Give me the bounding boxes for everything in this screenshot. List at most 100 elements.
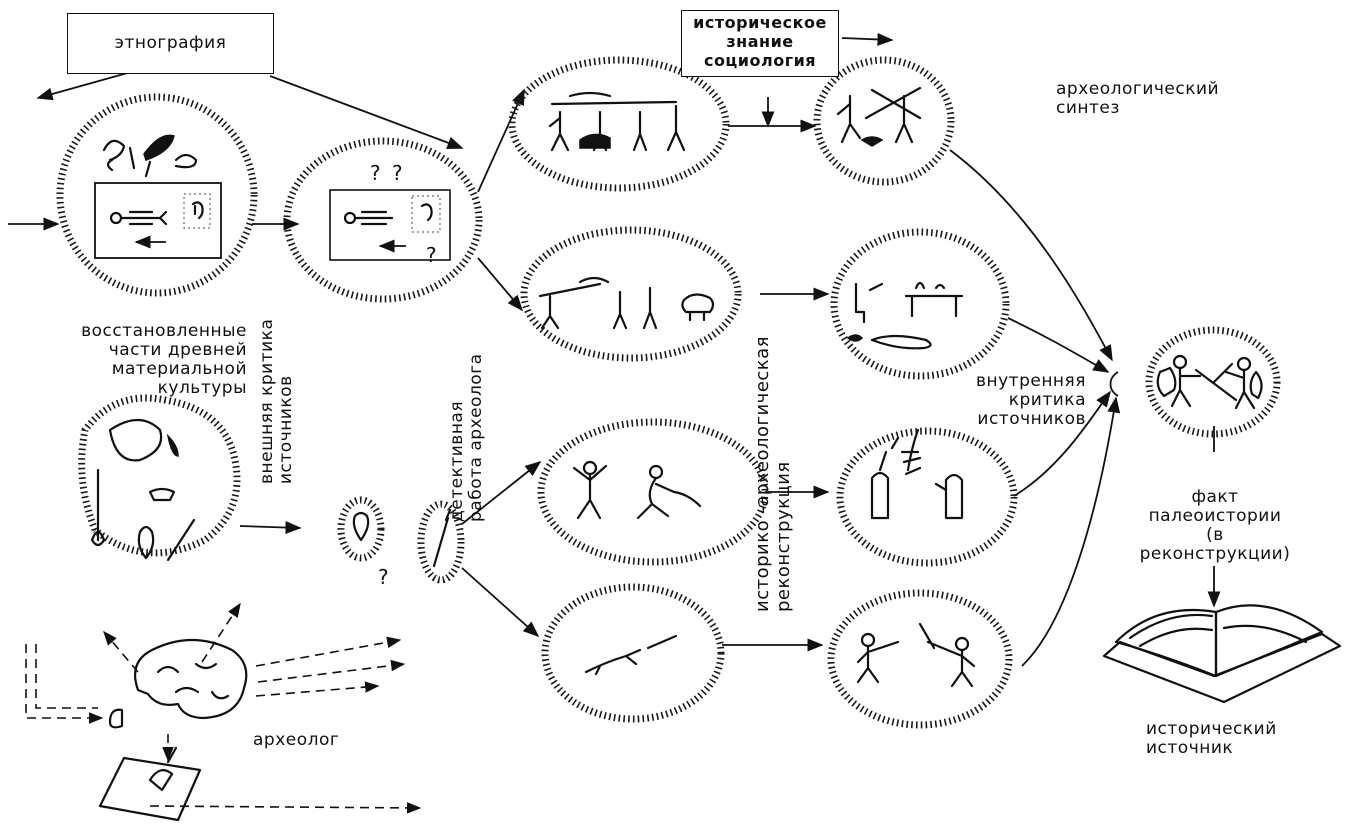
- historical-knowledge-line-3: социология: [703, 51, 817, 70]
- restored-small-vessel: [137, 525, 155, 560]
- arrow-fight2-to-fact: [1021, 396, 1121, 667]
- dashed-brain-up-left: [103, 630, 139, 673]
- arrows: [8, 32, 1221, 667]
- fragment-vessel: [352, 511, 370, 542]
- question-skeleton: [353, 210, 394, 226]
- question-mark-3: ?: [426, 243, 437, 267]
- eye-icon: [108, 708, 124, 729]
- restored-jug: [108, 418, 163, 462]
- fallen-figure: [584, 648, 642, 676]
- restored-artifacts: [78, 394, 241, 562]
- historical-knowledge-line-2: знание: [726, 32, 794, 51]
- fight-2-figure-1-head: [860, 632, 876, 648]
- cell-feast: [830, 228, 1010, 380]
- duel-figure-1: [572, 464, 608, 520]
- restored-spear: [90, 468, 106, 547]
- historical-reconstruction-label: историко -археологическая реконструкция: [752, 335, 794, 612]
- fight-2-figure-2-head: [954, 636, 970, 652]
- paleohistory-fact-label: факт палеоистории (в реконструкции): [1139, 487, 1291, 564]
- fight-1-border: [813, 56, 955, 186]
- question-vessel-frame: [411, 195, 441, 233]
- convergence-bracket: [1109, 371, 1119, 397]
- archaeologist-label: археолог: [253, 730, 340, 750]
- writing-paper: [98, 756, 202, 822]
- feast-body: [870, 334, 932, 350]
- archaeological-synthesis-label: археологический синтез: [1056, 79, 1220, 118]
- historical-source-label: исторический источник: [1146, 719, 1277, 758]
- fact-border: [1145, 326, 1281, 438]
- restored-artifacts-border: [78, 394, 241, 557]
- arrow-fragments-to-scene3: [461, 460, 542, 525]
- blessing-figure-1: [870, 436, 900, 520]
- scene-fallen-border: [541, 583, 725, 723]
- restored-jug-handle: [166, 433, 179, 457]
- arrow-blessing-to-fact: [1013, 390, 1111, 497]
- dashed-brain-right3: [255, 681, 380, 697]
- restored-lamp: [148, 487, 176, 502]
- cell-excavation-border: [56, 93, 258, 297]
- skeleton-body: [119, 210, 168, 226]
- grave-pit: [94, 182, 222, 259]
- dashed-brain-right2: [257, 659, 406, 683]
- arrow-ethnography-to-reconstruction: [269, 75, 464, 149]
- scene-duel-border: [537, 418, 769, 566]
- cell-question: ? ? ?: [283, 137, 483, 303]
- fact-figure-1: [1170, 366, 1238, 408]
- fact-shield-2: [1249, 370, 1263, 400]
- arrow-knowledge-right: [841, 32, 894, 46]
- dashed-brain-up-right: [201, 602, 241, 663]
- question-skull: [343, 211, 357, 225]
- brain-icon: [134, 638, 248, 720]
- arrow-fragments-to-scene4: [461, 567, 540, 638]
- ethnography-box: этнография: [67, 13, 274, 74]
- duel-figure-2: [636, 476, 702, 520]
- dashed-arrows: [25, 602, 422, 814]
- cell-scene-hunt: [520, 226, 742, 362]
- book-base: [1102, 632, 1342, 704]
- arrow-question-to-scene2: [477, 257, 524, 312]
- fight-1-figures: [836, 86, 922, 144]
- book-lines: [1128, 613, 1308, 648]
- arrow-question-to-scene1: [477, 88, 525, 193]
- procession-animal: [579, 133, 611, 149]
- brain-folds: [156, 662, 230, 700]
- dashed-output: [149, 802, 422, 814]
- feast-border: [830, 228, 1010, 380]
- fact-shield-1: [1156, 366, 1177, 398]
- blessing-border: [836, 427, 1018, 567]
- dashed-input-inner: [35, 644, 98, 709]
- fragment-vessel-border: [337, 496, 385, 562]
- blessing-figure-2: [934, 473, 964, 520]
- external-criticism-label: внешняя критика источников: [257, 318, 296, 484]
- cell-scene-fallen: [541, 583, 725, 723]
- cell-blessing: [836, 427, 1018, 567]
- skeleton-skull: [109, 211, 123, 225]
- restored-parts-label: восстановленные части древней материальн…: [81, 321, 247, 398]
- fallen-arrow: [646, 634, 678, 650]
- fragment-spear-border: [417, 500, 465, 584]
- cell-fight-1: [813, 56, 955, 186]
- internal-criticism-label: внутренняя критика источников: [975, 371, 1086, 429]
- arrow-fight1-to-fact: [949, 149, 1113, 362]
- duel-figure-2-head: [648, 464, 664, 480]
- hunt-figures: [540, 286, 658, 330]
- cell-scene-procession: [508, 56, 730, 192]
- fact-figure-1-head: [1172, 354, 1188, 370]
- fragment-question-mark: ?: [378, 565, 389, 589]
- blessing-branch: [900, 428, 922, 476]
- cell-scene-duel: [537, 418, 769, 566]
- detective-work-label: детективная работа археолога: [447, 353, 486, 522]
- historical-knowledge-line-1: историческое: [693, 13, 827, 32]
- procession-pole: [550, 91, 678, 106]
- arrow-ethnography-down: [36, 69, 139, 101]
- question-pit: [329, 189, 451, 261]
- ethnography-label: этнография: [114, 33, 227, 53]
- restored-blade: [166, 518, 196, 562]
- scene-hunt-border: [520, 226, 742, 362]
- ethnographic-figure-fill: [143, 134, 175, 161]
- cell-fact: [1145, 326, 1281, 438]
- writing-hand-icon: [148, 746, 178, 792]
- book-icon: [1102, 604, 1342, 704]
